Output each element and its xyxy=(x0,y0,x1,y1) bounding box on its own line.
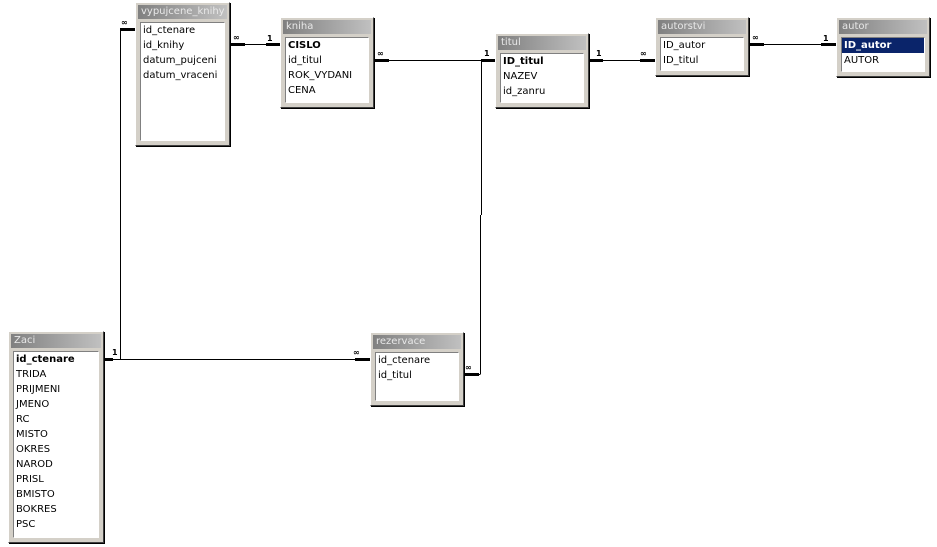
cardinality-many-label: ∞ xyxy=(465,363,472,372)
field-item[interactable]: NAZEV xyxy=(503,71,538,82)
table-title[interactable]: vypujcene_knihy xyxy=(138,5,227,19)
table-autorstvi[interactable]: autorstvi ID_autor ID_titul xyxy=(655,17,749,76)
table-autor[interactable]: autor ID_autor AUTOR xyxy=(836,17,930,77)
field-item[interactable]: PRIJMENI xyxy=(16,384,61,395)
table-title[interactable]: rezervace xyxy=(373,335,461,349)
table-zaci[interactable]: Zaci id_ctenare TRIDA PRIJMENI JMENO RC … xyxy=(8,331,104,543)
cardinality-many-label: ∞ xyxy=(121,18,128,27)
table-title[interactable]: autorstvi xyxy=(658,20,746,34)
primary-key-field-selected[interactable]: ID_autor xyxy=(842,38,924,53)
cardinality-one-label: 1 xyxy=(267,34,273,43)
field-list[interactable]: ID_titul NAZEV id_zanru xyxy=(500,53,584,103)
table-titul[interactable]: titul ID_titul NAZEV id_zanru xyxy=(495,33,589,108)
field-item[interactable]: id_knihy xyxy=(143,40,185,51)
field-item[interactable]: AUTOR xyxy=(844,55,880,66)
field-item[interactable]: OKRES xyxy=(16,444,51,455)
field-item[interactable]: datum_vraceni xyxy=(143,70,218,81)
field-item[interactable]: BOKRES xyxy=(16,504,57,515)
cardinality-many-label: ∞ xyxy=(640,49,647,58)
field-item[interactable]: id_ctenare xyxy=(143,25,196,36)
field-item[interactable]: ROK_VYDANI xyxy=(288,70,353,81)
cardinality-many-label: ∞ xyxy=(233,33,240,42)
field-item[interactable]: JMENO xyxy=(16,399,50,410)
field-item[interactable]: NAROD xyxy=(16,459,53,470)
field-list[interactable]: ID_autor ID_titul xyxy=(660,37,744,71)
cardinality-one-label: 1 xyxy=(484,49,490,58)
table-kniha[interactable]: kniha CISLO id_titul ROK_VYDANI CENA xyxy=(280,17,374,108)
cardinality-one-label: 1 xyxy=(596,49,602,58)
field-item[interactable]: RC xyxy=(16,414,30,425)
field-list[interactable]: id_ctenare id_knihy datum_pujceni datum_… xyxy=(140,22,225,141)
field-item[interactable]: datum_pujceni xyxy=(143,55,217,66)
table-title[interactable]: Zaci xyxy=(11,334,101,348)
primary-key-field[interactable]: ID_titul xyxy=(503,56,544,67)
field-list[interactable]: id_ctenare id_titul xyxy=(375,352,459,401)
field-item[interactable]: TRIDA xyxy=(16,369,47,380)
field-item[interactable]: id_zanru xyxy=(503,86,546,97)
cardinality-many-label: ∞ xyxy=(377,49,384,58)
cardinality-one-label: 1 xyxy=(823,34,829,43)
field-item[interactable]: CENA xyxy=(288,85,316,96)
primary-key-field[interactable]: id_ctenare xyxy=(16,354,75,365)
table-title[interactable]: titul xyxy=(498,36,586,50)
field-list[interactable]: ID_autor AUTOR xyxy=(841,37,925,72)
field-item[interactable]: PRISL xyxy=(16,474,44,485)
field-item[interactable]: ID_titul xyxy=(663,55,699,66)
field-item[interactable]: ID_autor xyxy=(663,40,706,51)
cardinality-many-label: ∞ xyxy=(752,33,759,42)
field-item[interactable]: PSC xyxy=(16,519,36,530)
table-title[interactable]: kniha xyxy=(283,20,371,34)
table-title[interactable]: autor xyxy=(839,20,927,34)
primary-key-field[interactable]: CISLO xyxy=(288,40,321,51)
field-item[interactable]: id_titul xyxy=(288,55,322,66)
cardinality-many-label: ∞ xyxy=(353,348,360,357)
field-item[interactable]: MISTO xyxy=(16,429,48,440)
cardinality-one-label: 1 xyxy=(112,348,118,357)
table-vypujcene-knihy[interactable]: vypujcene_knihy id_ctenare id_knihy datu… xyxy=(135,2,230,146)
field-list[interactable]: id_ctenare TRIDA PRIJMENI JMENO RC MISTO… xyxy=(13,351,99,538)
field-item[interactable]: id_titul xyxy=(378,370,412,381)
field-item[interactable]: BMISTO xyxy=(16,489,55,500)
field-item[interactable]: id_ctenare xyxy=(378,355,431,366)
table-rezervace[interactable]: rezervace id_ctenare id_titul xyxy=(370,332,464,406)
field-list[interactable]: CISLO id_titul ROK_VYDANI CENA xyxy=(285,37,369,103)
